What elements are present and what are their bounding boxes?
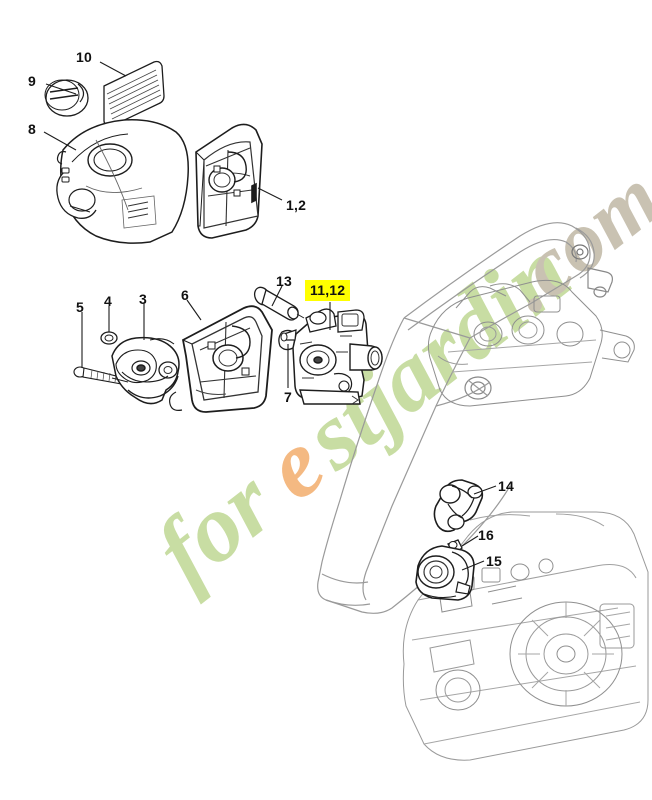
- leader-line-9: [45, 83, 77, 95]
- part-intake-manifold: [415, 545, 475, 601]
- callout-label-8: 8: [28, 121, 36, 137]
- part-filter-base-plate: [169, 305, 273, 413]
- leader-line-14: [473, 485, 497, 495]
- part-engine-housing-handle-frame: [317, 222, 613, 614]
- callout-label-14: 14: [498, 478, 514, 494]
- leader-line-10: [99, 61, 127, 77]
- part-throttle-linkage: [111, 336, 180, 405]
- callout-label-7: 7: [284, 389, 292, 405]
- part-rubber-plug: [253, 286, 305, 321]
- callout-label-11-12: 11,12: [305, 280, 351, 301]
- callout-label-3: 3: [139, 291, 147, 307]
- leader-line-16: [461, 535, 479, 547]
- part-choke-knob: [44, 79, 89, 117]
- leader-line-1-2: [257, 187, 283, 201]
- callout-label-13: 13: [276, 273, 292, 289]
- callout-leader-lines: [43, 61, 497, 571]
- leader-line-13: [271, 285, 283, 307]
- callout-label-1-2: 1,2: [286, 197, 307, 213]
- callout-label-5: 5: [76, 299, 84, 315]
- part-bracket: [433, 479, 484, 533]
- callout-label-10: 10: [76, 49, 92, 65]
- part-washer: [100, 331, 118, 345]
- part-screw: [73, 366, 129, 386]
- part-air-filter: [195, 123, 263, 239]
- callout-label-15: 15: [486, 553, 502, 569]
- callout-label-9: 9: [28, 73, 36, 89]
- part-engine-block: [402, 279, 649, 761]
- part-vent-grille: [103, 60, 165, 128]
- callout-label-6: 6: [181, 287, 189, 303]
- callout-label-16: 16: [478, 527, 494, 543]
- leader-line-6: [186, 299, 202, 321]
- part-carburetor: [280, 308, 383, 405]
- leader-line-15: [461, 560, 485, 571]
- callout-label-4: 4: [104, 293, 112, 309]
- leader-line-8: [43, 131, 77, 151]
- part-top-shroud-cover: [56, 119, 189, 244]
